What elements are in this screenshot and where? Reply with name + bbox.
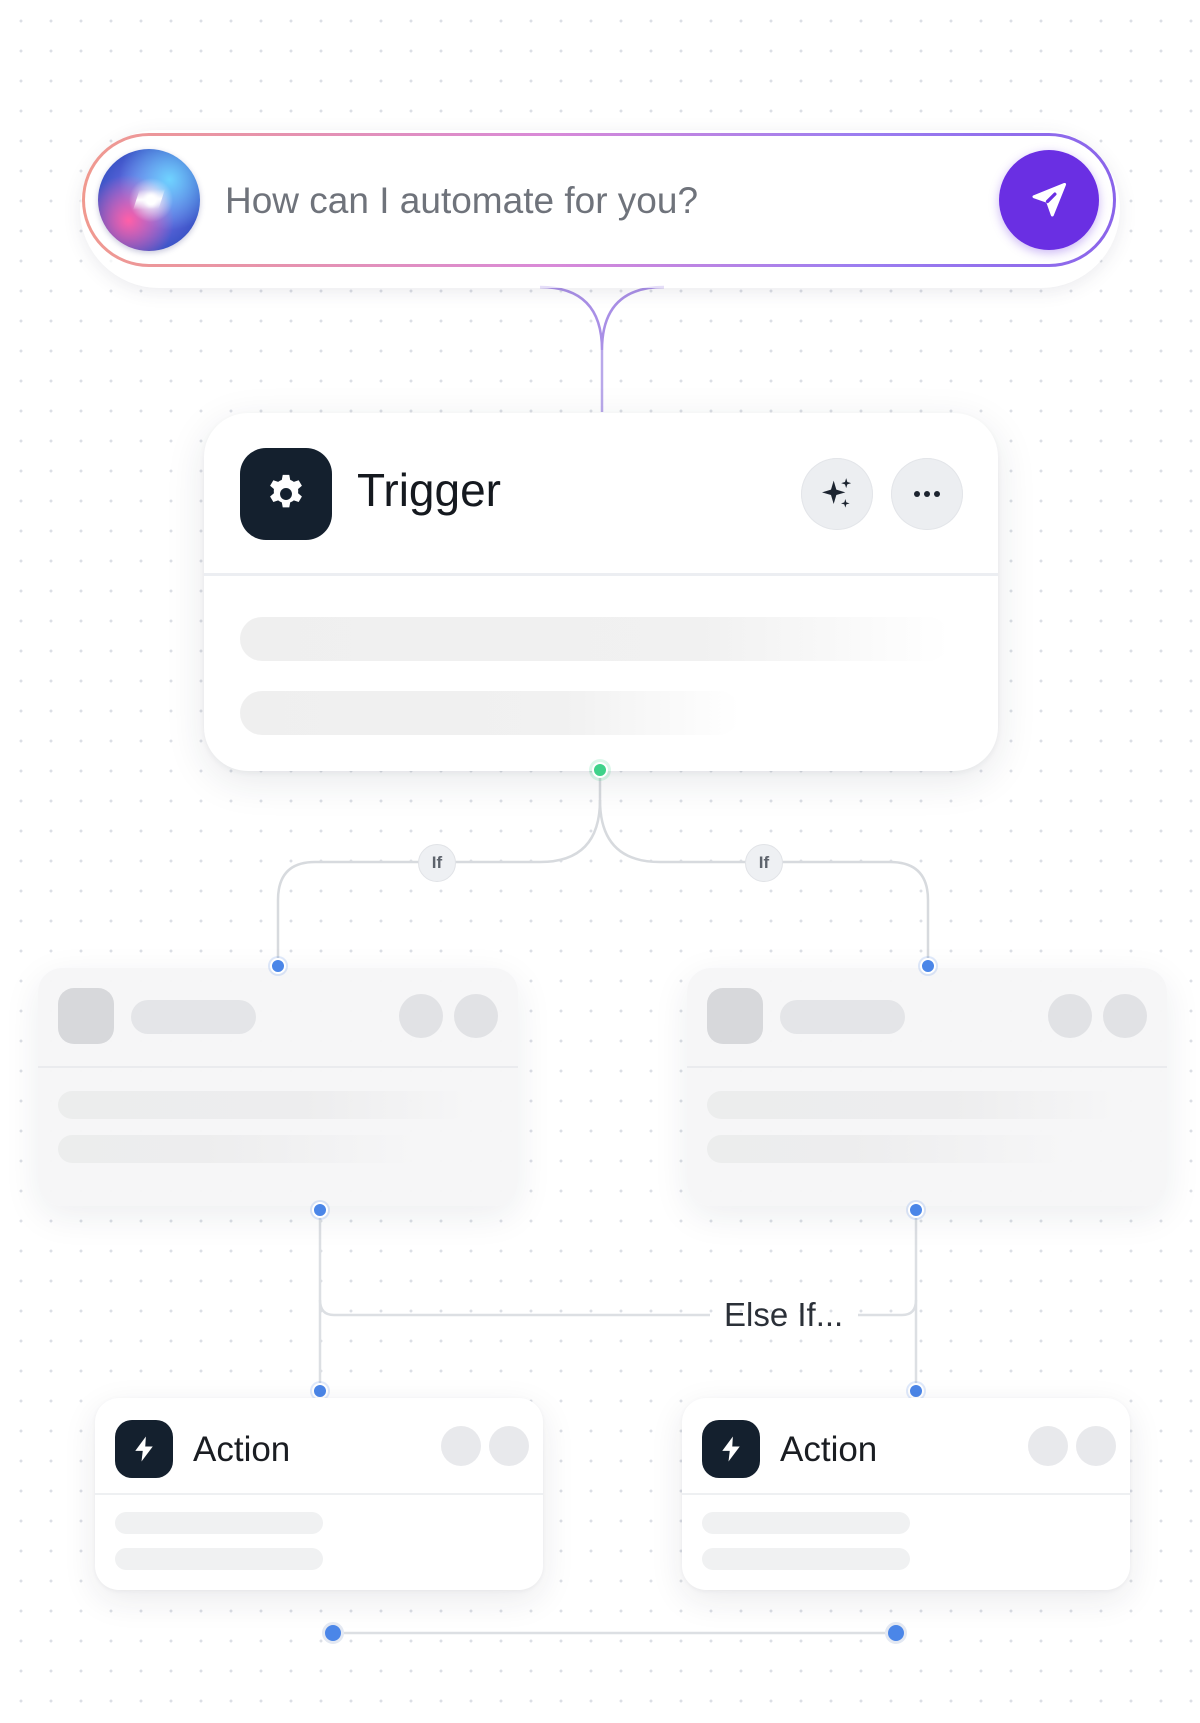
node-icon-placeholder [707,988,763,1044]
node-skeleton-line [707,1135,1067,1163]
action-title: Action [193,1430,291,1469]
node-button-placeholder [399,994,443,1038]
else-if-label[interactable]: Else If... [724,1296,844,1333]
node-icon-placeholder [58,988,114,1044]
action-input-port[interactable] [908,1383,924,1399]
prompt-input[interactable] [225,172,925,230]
if-branch-badge[interactable]: If [745,844,783,882]
condition-input-port[interactable] [270,958,286,974]
trigger-node[interactable]: Trigger [204,413,998,771]
action-node[interactable]: Action [682,1398,1130,1590]
lightning-icon [702,1420,760,1478]
action-output-port[interactable] [322,1622,344,1644]
send-button[interactable] [999,150,1099,250]
condition-output-port[interactable] [312,1202,328,1218]
send-icon [1032,182,1067,217]
condition-input-port[interactable] [920,958,936,974]
node-button-placeholder [489,1426,529,1466]
node-button-placeholder [1048,994,1092,1038]
condition-node-placeholder[interactable] [38,968,518,1206]
prompt-bar [82,133,1116,267]
if-branch-badge[interactable]: If [418,844,456,882]
node-divider [687,1066,1167,1068]
trigger-output-port[interactable] [592,762,608,778]
node-button-placeholder [1028,1426,1068,1466]
node-skeleton-line [115,1548,323,1570]
node-skeleton-line [115,1512,323,1534]
ai-assist-button[interactable] [801,458,873,530]
more-icon [914,491,940,497]
prompt-bar-inner [85,136,1113,264]
lightning-icon [115,1420,173,1478]
node-button-placeholder [1103,994,1147,1038]
node-title-placeholder [131,1000,256,1034]
node-button-placeholder [441,1426,481,1466]
sparkles-icon [822,478,852,508]
node-button-placeholder [454,994,498,1038]
trigger-node-header: Trigger [204,413,998,576]
action-output-port[interactable] [885,1622,907,1644]
node-button-placeholder [1076,1426,1116,1466]
action-node[interactable]: Action [95,1398,543,1590]
connector-trigger-right [598,799,930,966]
assistant-orb-icon [98,149,200,251]
connector-prompt-trigger [539,285,665,351]
connector-right-rail [858,1210,918,1317]
condition-node-placeholder[interactable] [687,968,1167,1206]
node-skeleton-line [702,1512,910,1534]
node-skeleton-line [702,1548,910,1570]
node-skeleton-line [58,1135,418,1163]
node-skeleton-line [58,1091,468,1119]
trigger-skeleton-line [240,617,950,661]
action-node-header [95,1398,543,1495]
more-options-button[interactable] [891,458,963,530]
node-title-placeholder [780,1000,905,1034]
node-skeleton-line [707,1091,1117,1119]
trigger-title: Trigger [357,464,501,516]
action-input-port[interactable] [312,1383,328,1399]
gear-icon [240,448,332,540]
action-title: Action [780,1430,878,1469]
connector-left-rail [318,1210,710,1317]
trigger-skeleton-line [240,691,740,735]
condition-output-port[interactable] [908,1202,924,1218]
node-divider [38,1066,518,1068]
connector-trigger-left [276,770,602,966]
action-node-header [682,1398,1130,1495]
